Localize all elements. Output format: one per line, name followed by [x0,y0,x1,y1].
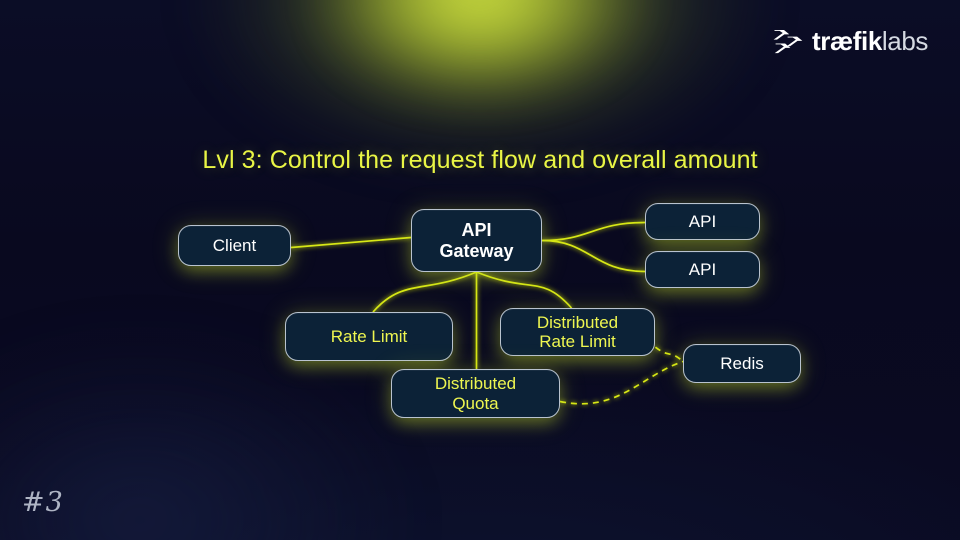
edge-distquota-redis [559,360,684,405]
logo-wordmark-bold: træfik [812,26,882,56]
diagram-node-label: Client [213,236,256,255]
logo-wordmark-light: labs [881,26,929,56]
logo-wordmark: træfiklabs [812,28,928,54]
edge-gateway-api1 [541,221,646,242]
traefik-labs-logo: træfiklabs [773,24,928,58]
diagram-node-label-line: Quota [452,393,499,413]
slide-title: Lvl 3: Control the request flow and over… [202,146,758,174]
diagram-node-label-line: API [461,219,492,240]
edge-gateway-api2 [541,239,646,273]
diagram-node-label-line: Rate Limit [539,332,616,351]
diagram-node-label-line: Gateway [439,240,514,261]
diagram-node-ratelimit[interactable]: Rate Limit [285,312,453,361]
diagram-node-api2[interactable]: API [645,251,760,288]
diagram-node-label: API [689,212,716,231]
diagram-node-label-line: Client [212,235,257,255]
diagram-node-label: Rate Limit [331,327,408,346]
diagram-node-api1[interactable]: API [645,203,760,240]
diagram-node-label: Redis [720,354,763,373]
edge-client-gateway [290,236,412,249]
diagram-node-label-line: API [688,259,717,279]
edge-gateway-distratelimit [476,271,573,309]
diagram-node-label-line: Distributed [536,312,619,332]
traefik-chevron-icon [773,30,803,54]
diagram-node-label-line: Distributed [434,374,517,394]
diagram-node-label-line: Rate Limit [330,326,408,346]
diagram-node-client[interactable]: Client [178,225,291,266]
edge-distratelimit-redis [646,339,684,363]
edge-gateway-ratelimit [372,271,477,313]
diagram-node-label: API [689,260,716,279]
diagram-node-redis[interactable]: Redis [683,344,801,383]
diagram-node-label-line: Redis [720,353,764,373]
page-number: #3 [22,487,64,518]
diagram-node-label-line: API [688,211,717,231]
